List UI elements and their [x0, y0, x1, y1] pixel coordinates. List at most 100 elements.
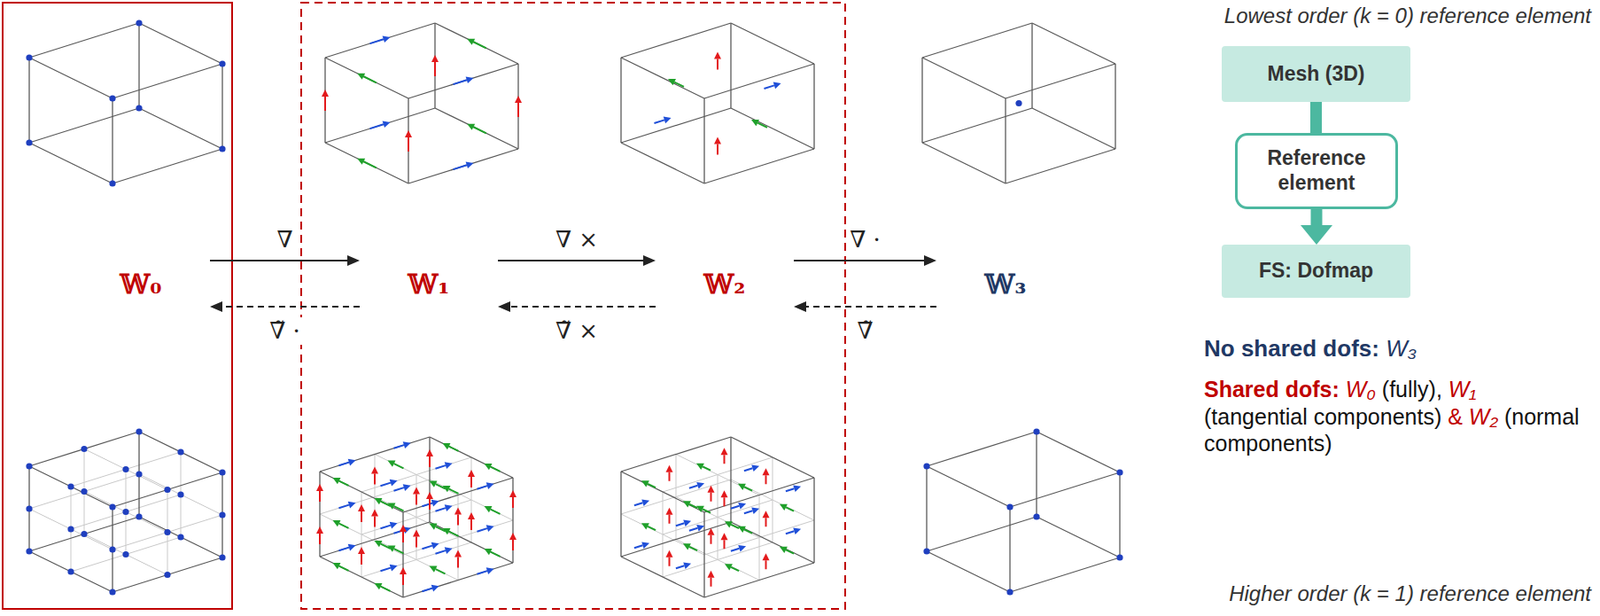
dof-arrowhead — [683, 500, 692, 507]
cube-edge — [621, 521, 731, 557]
dof-arrowhead — [333, 520, 342, 527]
cube-edge — [325, 108, 435, 143]
cube-edge — [1036, 516, 1120, 558]
dof-arrowhead — [666, 507, 674, 515]
dof-dot — [163, 528, 171, 536]
dof-dot — [25, 547, 32, 554]
dof-arrowhead — [431, 54, 439, 63]
dof-arrow — [653, 119, 664, 124]
cube-edge — [922, 108, 1033, 143]
dof-arrowhead — [484, 548, 493, 555]
dof-arrowhead — [751, 119, 760, 126]
cube-edge — [434, 108, 519, 149]
w0-higher-order-element — [25, 427, 226, 595]
cube-edge — [319, 521, 430, 557]
w2-lowest-order-element — [621, 23, 815, 184]
dof-arrow — [723, 539, 726, 549]
dof-dot — [80, 488, 87, 495]
node-text: 𝕎₀ — [120, 268, 163, 300]
cube-edge — [1032, 108, 1116, 149]
cube-edge — [319, 436, 430, 472]
connector-line — [803, 305, 937, 308]
cube-edge — [1009, 506, 1010, 592]
dof-arrowhead — [426, 449, 434, 457]
dof-arrowhead — [348, 458, 357, 467]
cube-edge — [704, 63, 815, 99]
cube-edge — [84, 449, 168, 490]
dof-arrow — [476, 485, 487, 490]
dof-arrowhead — [737, 526, 746, 533]
dof-arrowhead — [641, 498, 650, 506]
dof-arrowhead — [707, 528, 715, 536]
dof-dot — [218, 468, 226, 475]
dof-arrowhead — [641, 480, 650, 487]
dof-dot — [108, 503, 116, 510]
dof-arrow — [674, 82, 684, 87]
cube-edge — [922, 23, 1033, 58]
dof-arrow — [394, 548, 404, 553]
cube-edge — [139, 431, 223, 473]
dof-arrowhead — [399, 524, 407, 532]
dof-arrow — [473, 41, 486, 48]
dof-arrowhead — [321, 89, 329, 97]
dof-arrowhead — [514, 95, 522, 103]
cube-edge — [730, 23, 731, 109]
dof-arrowhead — [792, 484, 801, 492]
dof-arrowhead — [426, 491, 434, 499]
dof-arrow — [318, 533, 321, 544]
cube-edge — [1032, 23, 1116, 64]
dof-arrow — [373, 516, 376, 528]
dof-arrow — [730, 524, 739, 529]
connector — [209, 301, 360, 312]
dof-arrowhead — [666, 550, 674, 558]
dof-dot — [177, 448, 184, 455]
dof-arrow — [373, 473, 376, 485]
cube-edge — [772, 457, 774, 543]
cube-edge — [620, 471, 622, 557]
cube-edge — [621, 23, 731, 58]
connector — [1300, 209, 1333, 245]
cube-edge — [112, 148, 223, 184]
cube-edge — [1009, 557, 1120, 592]
dof-dot — [923, 547, 930, 554]
dof-arrowhead — [467, 512, 475, 520]
dof-dot — [80, 445, 87, 452]
cube-edge — [621, 142, 705, 184]
cube-edge — [408, 63, 519, 99]
dof-arrow — [402, 531, 404, 543]
dof-arrow — [490, 551, 501, 557]
dof-arrow — [785, 530, 795, 534]
node-text: Mesh (3D) — [1267, 62, 1366, 87]
dof-arrowhead — [429, 523, 438, 530]
dof-arrow — [689, 485, 699, 489]
dof-arrowhead — [431, 542, 440, 550]
dof-dot — [135, 470, 142, 477]
dof-arrowhead — [388, 460, 397, 467]
cube-edge — [704, 562, 815, 598]
dof-dot — [122, 508, 129, 515]
dof-arrow — [380, 482, 390, 487]
dof-arrowhead — [444, 504, 453, 512]
dof-dot — [1015, 100, 1022, 107]
connector — [497, 301, 656, 312]
dof-dot — [218, 60, 226, 67]
operator-label: ∇ × — [551, 225, 602, 254]
arrowhead — [1300, 225, 1333, 245]
dof-dot — [135, 427, 142, 435]
dof-arrowhead — [714, 52, 722, 60]
dof-arrow — [744, 486, 753, 490]
dof-arrowhead — [696, 481, 705, 490]
cube-edge — [112, 557, 223, 592]
dof-dot — [135, 104, 142, 111]
cube-edge — [319, 471, 404, 513]
connector — [793, 255, 937, 266]
dof-arrowhead — [316, 483, 324, 491]
dof-arrowhead — [444, 546, 453, 554]
cube-edge — [620, 57, 622, 143]
dof-arrowhead — [357, 158, 366, 165]
dof-arrowhead — [431, 499, 440, 507]
dof-arrow — [339, 523, 350, 529]
dof-dot — [135, 512, 142, 520]
arrowhead — [209, 301, 223, 312]
dof-dot — [67, 567, 74, 575]
